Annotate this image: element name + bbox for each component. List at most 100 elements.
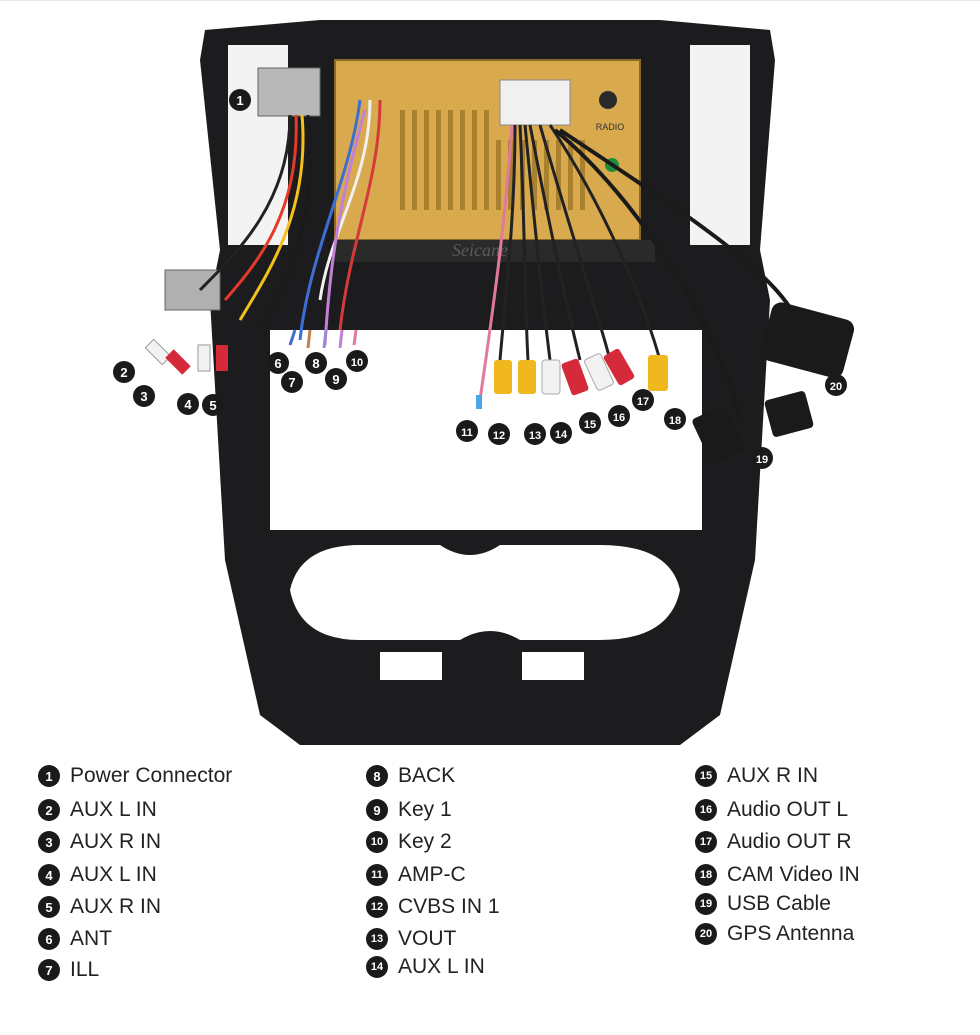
rca-16 [584, 353, 614, 391]
legend-label: ILL [70, 958, 100, 981]
svg-text:4: 4 [184, 397, 192, 412]
legend-item-19: 19 USB Cable [695, 890, 831, 918]
watermark: Seicane [452, 240, 508, 260]
rca-13 [518, 360, 536, 394]
callout-17: 17 [632, 389, 654, 411]
legend-label: AUX L IN [398, 955, 485, 978]
secondary-connector [164, 269, 221, 311]
rca-group-center [476, 348, 668, 409]
climate-cutout [290, 545, 680, 640]
legend-item-14: 14 AUX L IN [366, 953, 485, 981]
callout-18: 18 [664, 408, 686, 430]
legend-badge: 13 [366, 928, 388, 950]
frame-window-right [690, 45, 750, 245]
radio-antenna-port [599, 91, 617, 109]
callout-20: 20 [825, 374, 847, 396]
svg-text:19: 19 [756, 454, 768, 466]
legend-badge: 18 [695, 864, 717, 886]
legend-badge: 5 [38, 896, 60, 918]
radio-label: RADIO [596, 122, 625, 132]
svg-text:12: 12 [493, 430, 505, 442]
callout-16: 16 [608, 405, 630, 427]
callout-13: 13 [524, 423, 546, 445]
legend-item-18: 18 CAM Video IN [695, 861, 860, 889]
svg-text:10: 10 [351, 357, 363, 369]
svg-text:14: 14 [555, 429, 568, 441]
svg-text:16: 16 [613, 412, 625, 424]
legend-badge: 4 [38, 864, 60, 886]
callout-6: 6 [267, 352, 289, 374]
legend-item-1: 1 Power Connector [38, 762, 232, 790]
usb-connector-2 [764, 391, 814, 437]
legend-badge: 1 [38, 765, 60, 787]
legend-badge: 19 [695, 893, 717, 915]
rca-18 [648, 355, 668, 391]
legend-badge: 3 [38, 831, 60, 853]
legend-label: CAM Video IN [727, 863, 860, 886]
legend-badge: 2 [38, 799, 60, 821]
rca-17 [603, 348, 635, 386]
small-wires-6-10 [288, 329, 358, 349]
legend-badge: 17 [695, 831, 717, 853]
legend-badge: 9 [366, 799, 388, 821]
legend-badge: 15 [695, 765, 717, 787]
legend-label: Key 1 [398, 798, 452, 821]
rca-5 [216, 345, 228, 371]
callout-3: 3 [133, 385, 155, 407]
legend-label: Power Connector [70, 764, 233, 787]
callout-badges: 1 2 3 4 5 6 7 8 9 10 11 12 13 14 15 16 1… [113, 89, 847, 469]
top-divider [0, 0, 980, 1]
legend-badge: 14 [366, 956, 388, 978]
callout-11: 11 [456, 420, 478, 442]
rca-14 [541, 359, 561, 395]
legend-label: CVBS IN 1 [398, 895, 500, 918]
legend-label: USB Cable [727, 892, 831, 915]
callout-15: 15 [579, 412, 601, 434]
rca-group-left [144, 338, 228, 375]
svg-text:1: 1 [236, 93, 243, 108]
legend-item-3: 3 AUX R IN [38, 828, 161, 856]
legend-label: ANT [70, 927, 112, 950]
legend-label: BACK [398, 764, 456, 787]
legend-item-6: 6 ANT [38, 925, 112, 953]
legend-badge: 10 [366, 831, 388, 853]
svg-text:13: 13 [529, 430, 541, 442]
gps-antenna [760, 302, 855, 378]
svg-text:9: 9 [332, 372, 339, 387]
legend-label: GPS Antenna [727, 922, 855, 945]
power-connector [257, 67, 321, 117]
callout-2: 2 [113, 361, 135, 383]
rca-2 [144, 338, 172, 366]
board-vents [400, 110, 585, 210]
vent-slot-left [380, 652, 442, 680]
wire-bundle-left [198, 99, 382, 346]
legend-label: AUX R IN [70, 830, 162, 853]
legend-badge: 6 [38, 928, 60, 950]
rca-4 [197, 344, 211, 372]
legend-label: Audio OUT R [727, 830, 852, 853]
legend-item-16: 16 Audio OUT L [695, 796, 848, 824]
svg-text:6: 6 [274, 356, 281, 371]
svg-text:3: 3 [140, 389, 147, 404]
svg-text:5: 5 [209, 398, 216, 413]
callout-10: 10 [346, 350, 368, 372]
callout-8: 8 [305, 352, 327, 374]
legend-badge: 11 [366, 864, 388, 886]
legend-badge: 16 [695, 799, 717, 821]
wiring-diagram: RADIO Seicane [113, 20, 855, 745]
callout-5: 5 [202, 394, 224, 416]
callout-14: 14 [550, 422, 572, 444]
callout-12: 12 [488, 423, 510, 445]
legend-label: Audio OUT L [727, 798, 849, 821]
callout-4: 4 [177, 393, 199, 415]
